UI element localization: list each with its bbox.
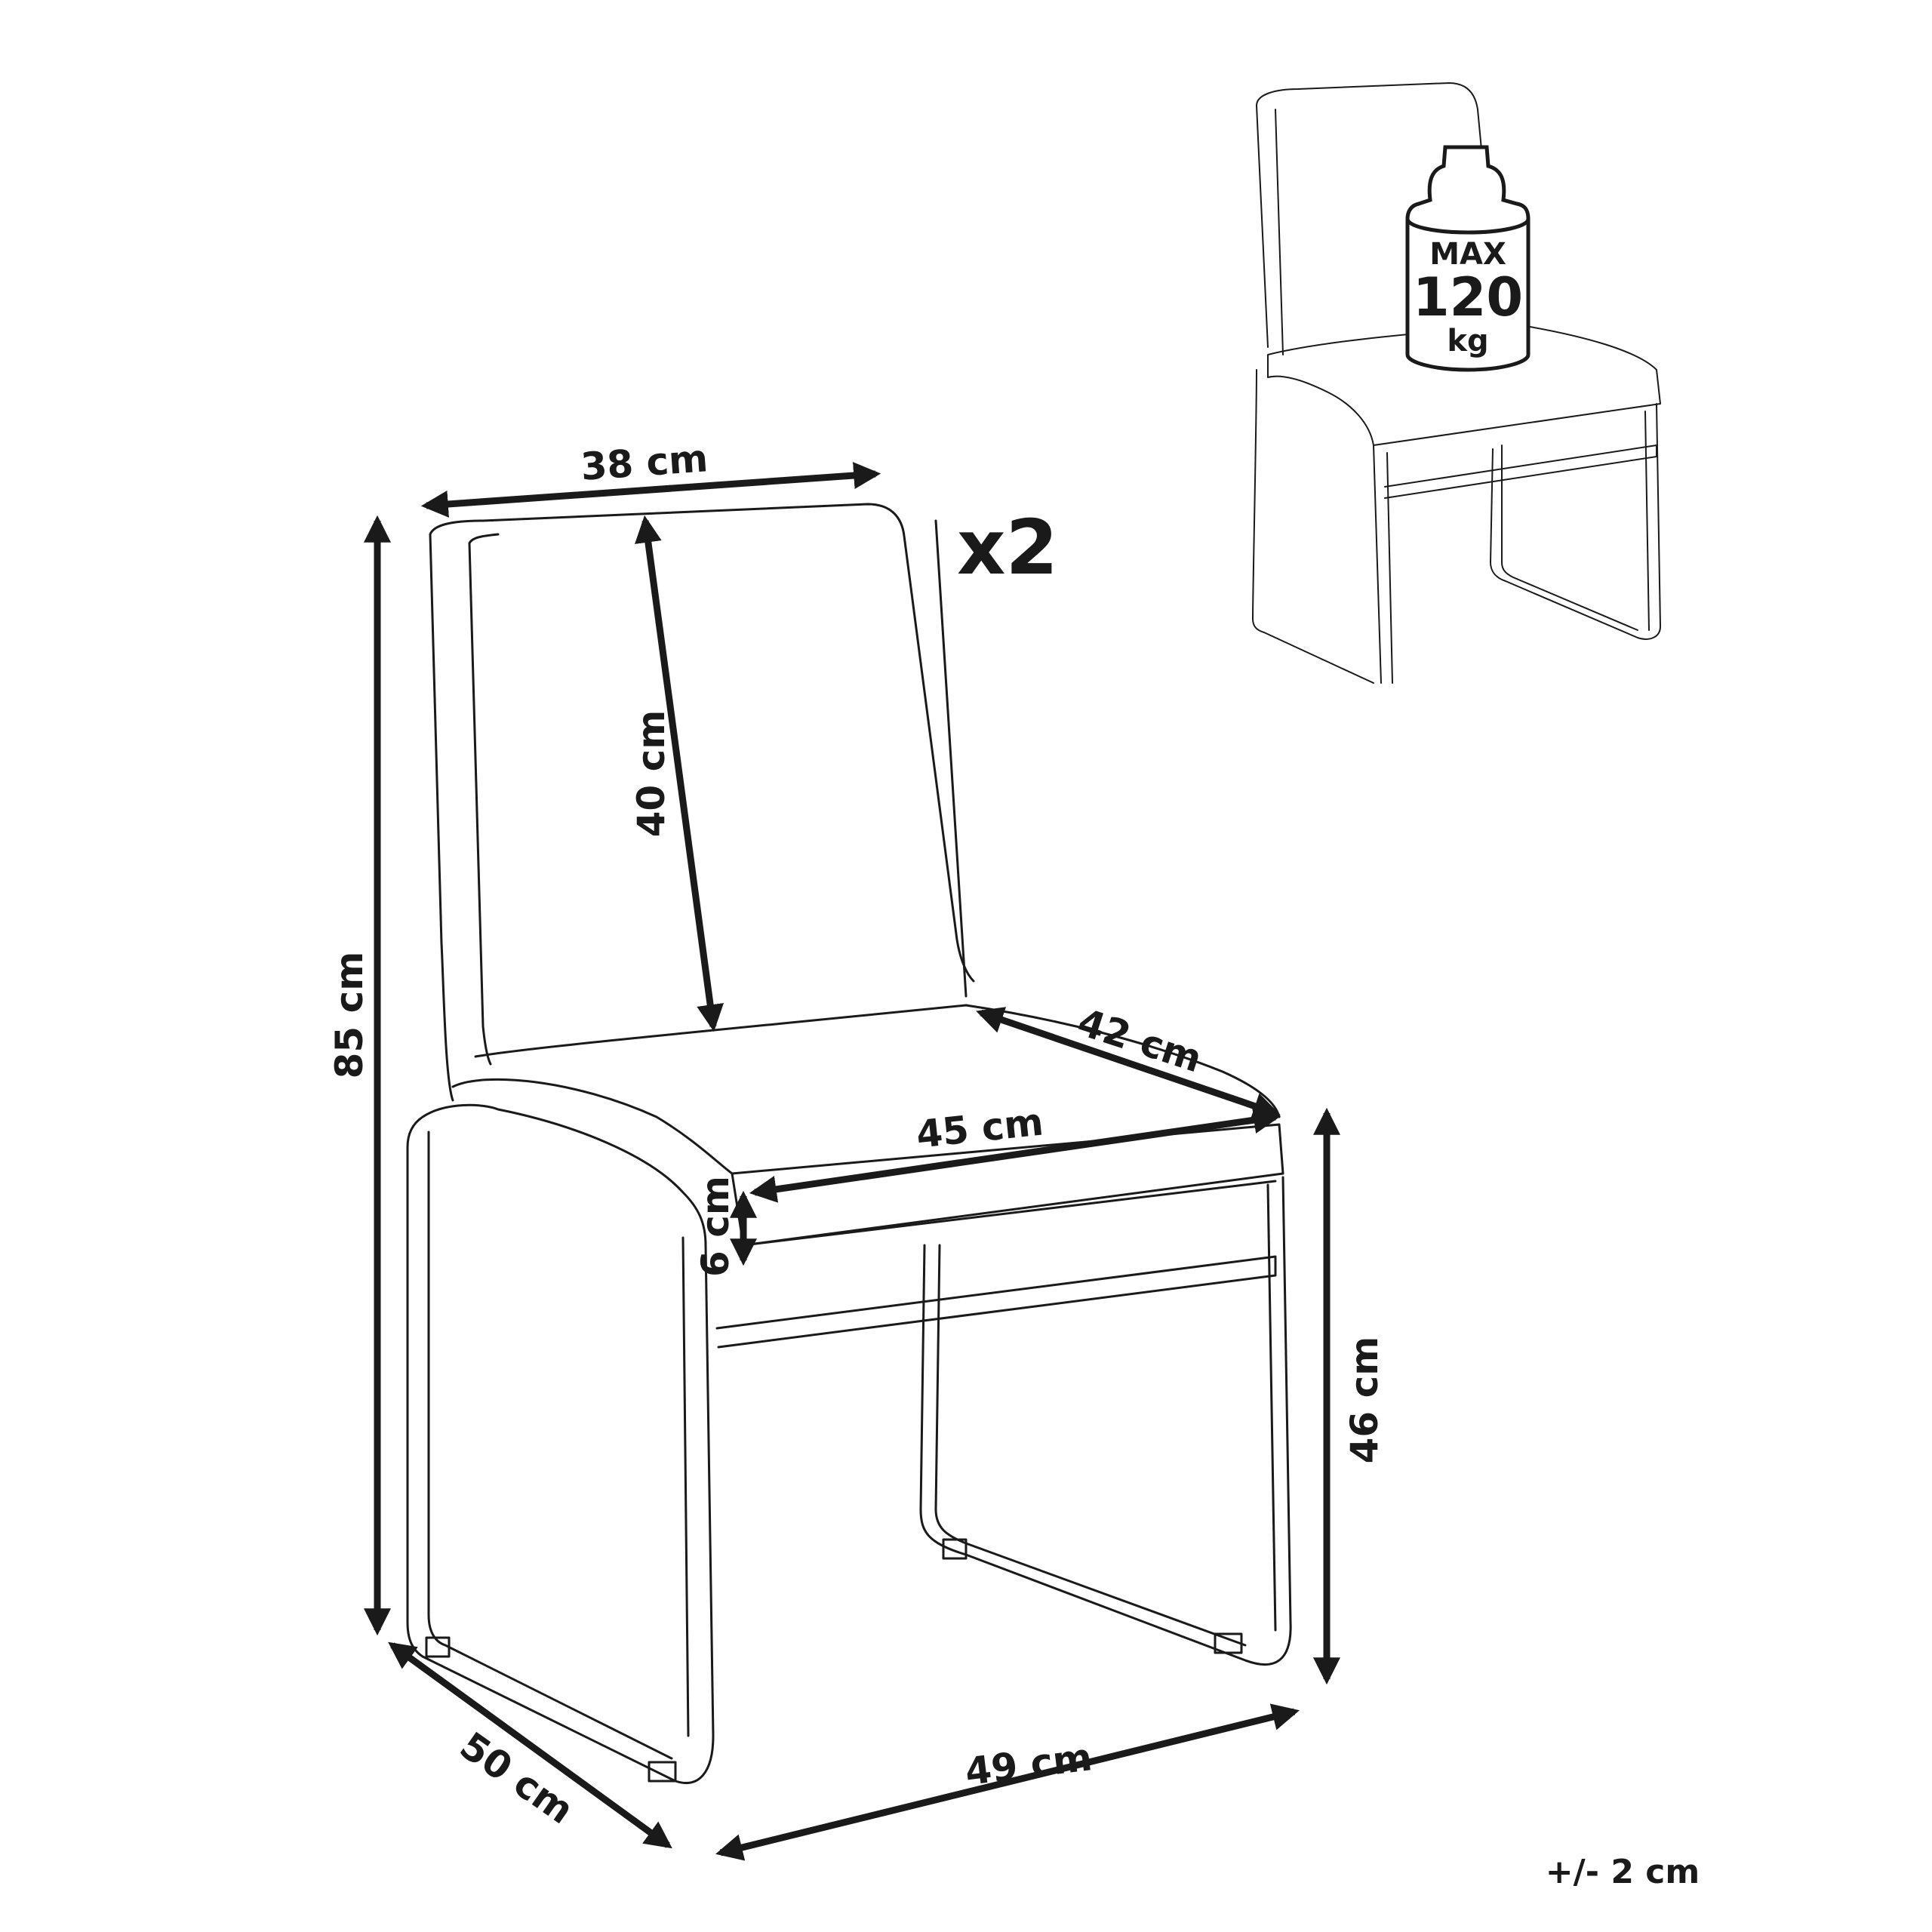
badge-line-weight: 120 xyxy=(1413,266,1523,328)
badge-line-unit: kg xyxy=(1447,324,1488,358)
label-overall-width: 49 cm xyxy=(963,1735,1095,1794)
label-backrest-height: 40 cm xyxy=(629,710,673,838)
label-total-height: 85 cm xyxy=(328,952,371,1079)
thumbnail-chair-drawing: MAX 120 kg xyxy=(1252,82,1661,684)
label-seat-height: 46 cm xyxy=(1343,1337,1386,1464)
main-chair-drawing xyxy=(406,503,1292,1784)
dimension-arrows xyxy=(364,462,1340,1861)
tolerance-label: +/- 2 cm xyxy=(1546,1853,1700,1891)
quantity-label: x2 xyxy=(957,503,1058,592)
max-load-badge: MAX 120 kg xyxy=(1405,145,1531,372)
label-seat-thickness: 6 cm xyxy=(694,1176,737,1277)
label-backrest-width: 38 cm xyxy=(580,436,709,489)
label-overall-depth: 50 cm xyxy=(452,1724,581,1832)
badge-line-max: MAX xyxy=(1429,237,1506,272)
